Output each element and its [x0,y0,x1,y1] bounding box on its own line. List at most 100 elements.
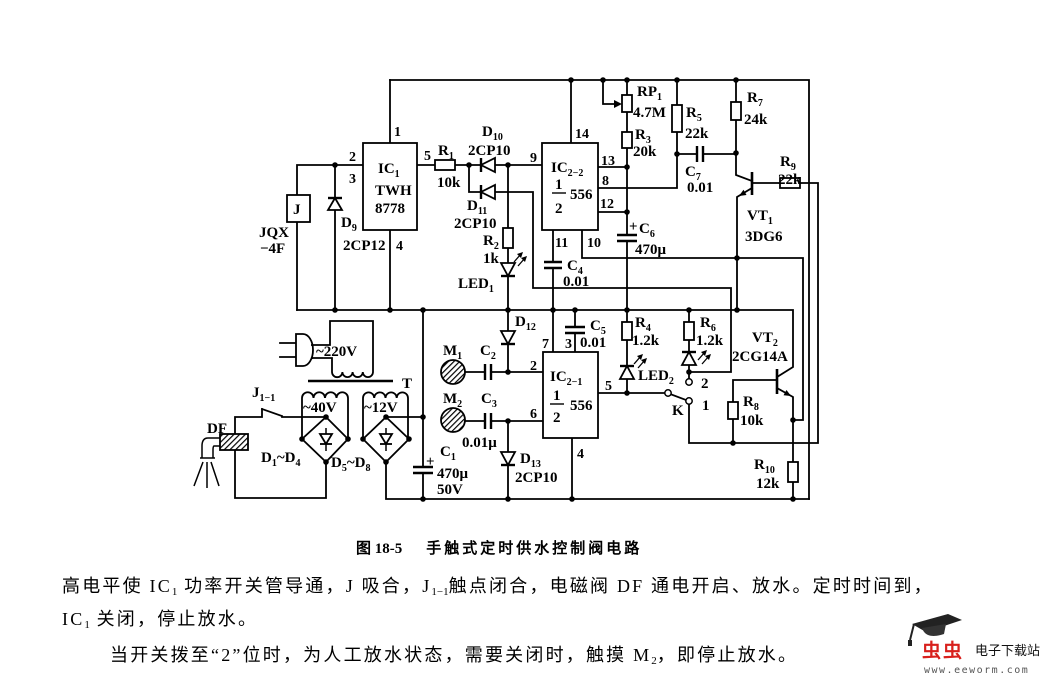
switch-k-pos2-label: 2 [701,376,709,392]
subscript: 1 [171,586,178,598]
switch-k-position-1[interactable] [685,397,693,405]
ic2-2-label: IC2−2 [551,160,583,179]
figure-title: 手触式定时供水控制阀电路 [426,541,643,557]
c2-label: C2 [480,343,496,362]
ic1-pin1-label: 1 [394,125,401,140]
body-paragraph-line1: 高电平使 IC1 功率开关管导通，J 吸合，J1−1触点闭合，电磁阀 DF 通电… [62,572,934,598]
d11-label: D11 [467,198,487,217]
ic2-2-pin9-label: 9 [530,151,537,166]
wire-vt2-emitter [775,386,794,500]
ic2-1-pin7-label: 7 [542,337,549,352]
resistor-r3 [621,131,633,149]
c6-value: 470μ [635,242,667,258]
ic2-1-fraction-num: 1 [553,388,561,404]
ic1-pin5-label: 5 [424,149,431,164]
r2-value: 1k [483,251,500,267]
bridge1-label: D1~D4 [261,450,300,469]
wire-vt1-collector [735,79,754,183]
c1-label: C1 [440,444,456,463]
c6-polarity: + [629,219,638,235]
vt2-type: 2CG14A [732,349,788,365]
wire-switch-blade [668,392,688,402]
d13-label: D13 [520,451,541,470]
wire-d11 [468,164,732,373]
wire-relay-coil [296,164,364,311]
wires [234,79,819,500]
capacitor-c2 [483,364,493,380]
ic1-pin3-label: 3 [349,172,356,187]
valve-df-label: DF [207,421,227,437]
wire-secondary-12v [362,391,409,440]
diode-d12 [499,330,517,346]
switch-k-common[interactable] [664,389,672,397]
m1-label: M1 [443,343,462,362]
resistor-r1 [434,159,456,171]
touch-plate-m2[interactable] [440,407,466,433]
relay-j-label: J [293,202,301,218]
c3-label: C3 [481,391,497,410]
r3-label: R3 [635,127,651,146]
r5-label: R5 [686,105,702,124]
switch-k-position-2[interactable] [685,378,693,386]
c5-value: 0.01 [580,335,606,351]
wire-plug-prongs [279,342,297,358]
watermark: 虫虫 电子下载站 www.eeworm.com [900,610,1056,678]
wire-vt1-emitter [736,186,754,311]
ic2-1-pin5-label: 5 [605,379,612,394]
ic1-pin4-label: 4 [396,239,403,254]
wire-supply-rail [296,309,794,379]
rp1-label: RP1 [637,84,662,103]
capacitor-c3 [483,413,493,429]
figure-caption: 图 18-5 手触式定时供水控制阀电路 [356,537,642,558]
bridge-rectifier-d1-d4 [300,415,350,464]
ic2-1-body [542,351,599,439]
wire-transformer-primary [312,320,374,379]
wire-ic22-pin8 [597,153,678,189]
ic2-2-fraction-num: 1 [555,177,563,193]
ic2-1-pin2-label: 2 [530,359,537,374]
figure-number: 图 18-5 [356,541,403,557]
ic1-pin2-label: 2 [349,150,356,165]
r2-label: R2 [483,233,499,252]
ic1-body [362,142,418,231]
ic2-1-pin6-label: 6 [530,407,537,422]
circuit-schematic: IC1 TWH 8778 1 2 3 4 5 J JQX −4F D9 2CP1… [193,77,819,502]
r5-value: 22k [685,126,709,142]
subscript: 1−1 [431,586,449,598]
junction-dots [299,77,796,502]
wire-ic22-pin10 [581,229,804,421]
vt1-type: 3DG6 [745,229,783,245]
ic2-2-pin10-label: 10 [587,236,601,251]
touch-plate-m1[interactable] [440,359,466,385]
body-paragraph-line3: 当开关拨至“2”位时，为人工放水状态，需要关闭时，触摸 M2，即停止放水。 [110,641,798,667]
r9-value: 22k [778,172,802,188]
d11-type: 2CP10 [454,216,497,232]
ic1-model-line2: 8778 [375,201,405,217]
d13-type: 2CP10 [515,470,558,486]
ic2-1-pin3-label: 3 [565,337,572,352]
bridge-rectifier-d5-d8 [361,415,411,464]
r8-value: 10k [740,413,764,429]
relay-model-a: JQX [259,225,289,241]
r10-value: 12k [756,476,780,492]
resistor-r4 [621,321,633,341]
ic2-2-body [541,142,599,231]
capacitor-c4 [544,260,562,270]
text-span: ，即停止放水。 [656,645,799,665]
ic2-1-pin4-label: 4 [577,447,584,462]
c1-polarity: + [426,454,435,470]
vt1-label: VT1 [747,208,773,227]
subscript: 2 [651,655,657,667]
diode-d10 [478,156,496,174]
c7-label: C7 [685,164,701,183]
ic2-1-model: 556 [570,398,593,414]
led2-label: LED2 [638,368,674,387]
switch-k-pos1-label: 1 [702,398,710,414]
body-paragraph-line2: IC1 关闭，停止放水。 [62,605,258,631]
mortarboard-icon [908,614,962,646]
text-span: 功率开关管导通，J 吸合，J [177,576,432,596]
wire-vt1-base [688,182,819,444]
r8-label: R8 [743,394,759,413]
potentiometer-rp1 [621,94,633,113]
